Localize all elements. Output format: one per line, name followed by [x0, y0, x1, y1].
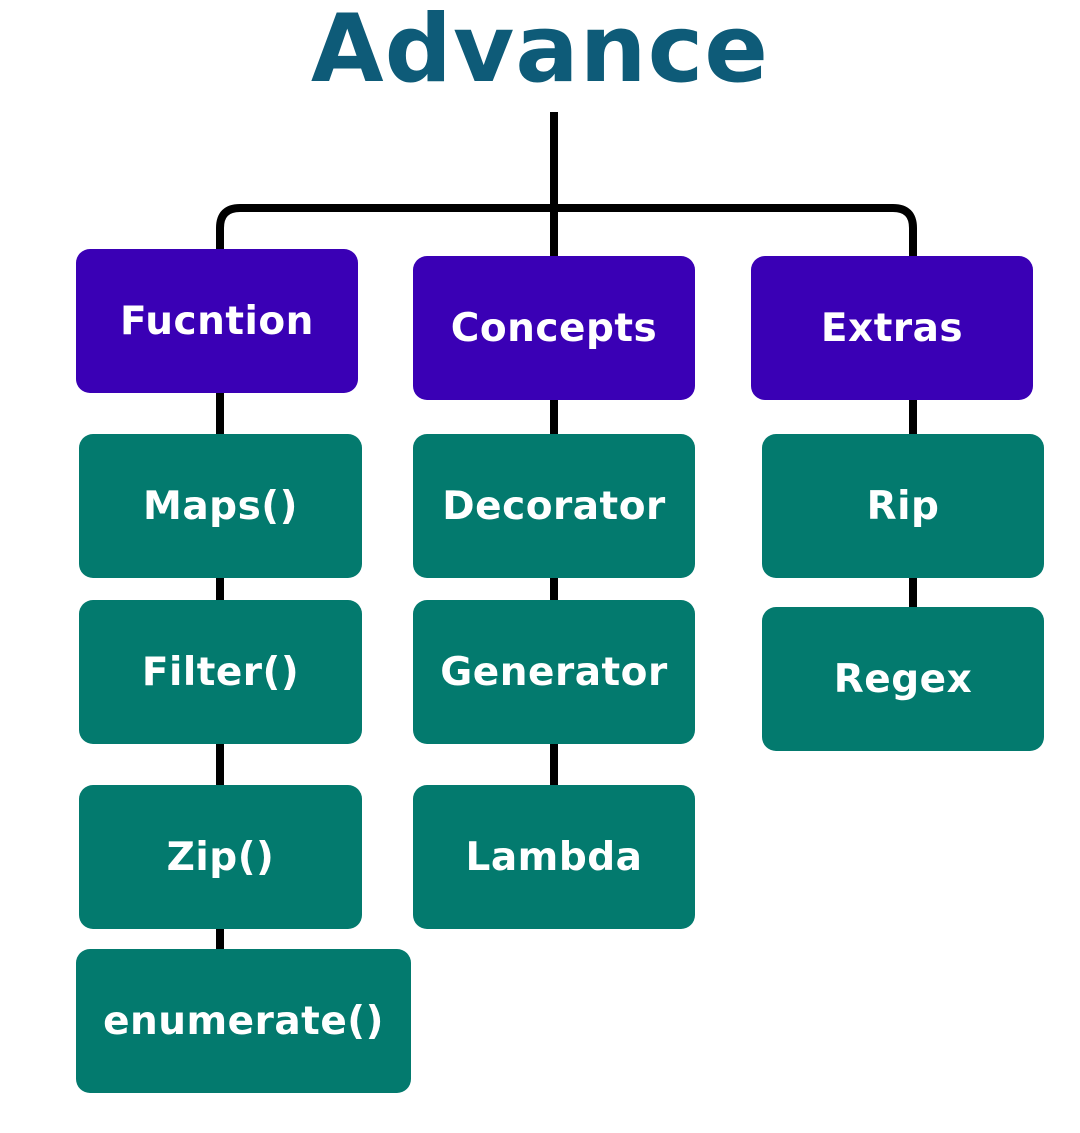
- item-box-lambda: Lambda: [413, 785, 695, 929]
- item-box-decorator: Decorator: [413, 434, 695, 578]
- category-box-concepts: Concepts: [413, 256, 695, 400]
- category-label: Extras: [820, 305, 964, 351]
- item-label: Maps(): [143, 483, 298, 529]
- item-box-generator: Generator: [413, 600, 695, 744]
- item-label: Decorator: [442, 483, 666, 529]
- item-box-enumerate: enumerate(): [76, 949, 411, 1093]
- category-box-extras: Extras: [751, 256, 1033, 400]
- item-box-maps: Maps(): [79, 434, 362, 578]
- item-box-regex: Regex: [762, 607, 1044, 751]
- item-box-rip: Rip: [762, 434, 1044, 578]
- item-label: Generator: [440, 649, 668, 695]
- category-label: Concepts: [450, 305, 658, 351]
- item-box-zip: Zip(): [79, 785, 362, 929]
- branch-bar: [216, 204, 917, 256]
- item-label: Rip: [866, 483, 940, 529]
- item-label: Lambda: [465, 834, 643, 880]
- item-label: Filter(): [141, 649, 300, 695]
- diagram-title: Advance: [310, 0, 770, 104]
- item-label: Regex: [833, 656, 973, 702]
- category-label: Fucntion: [120, 298, 314, 344]
- item-box-filter: Filter(): [79, 600, 362, 744]
- category-box-fucntion: Fucntion: [76, 249, 358, 393]
- item-label: enumerate(): [103, 998, 384, 1044]
- item-label: Zip(): [166, 834, 275, 880]
